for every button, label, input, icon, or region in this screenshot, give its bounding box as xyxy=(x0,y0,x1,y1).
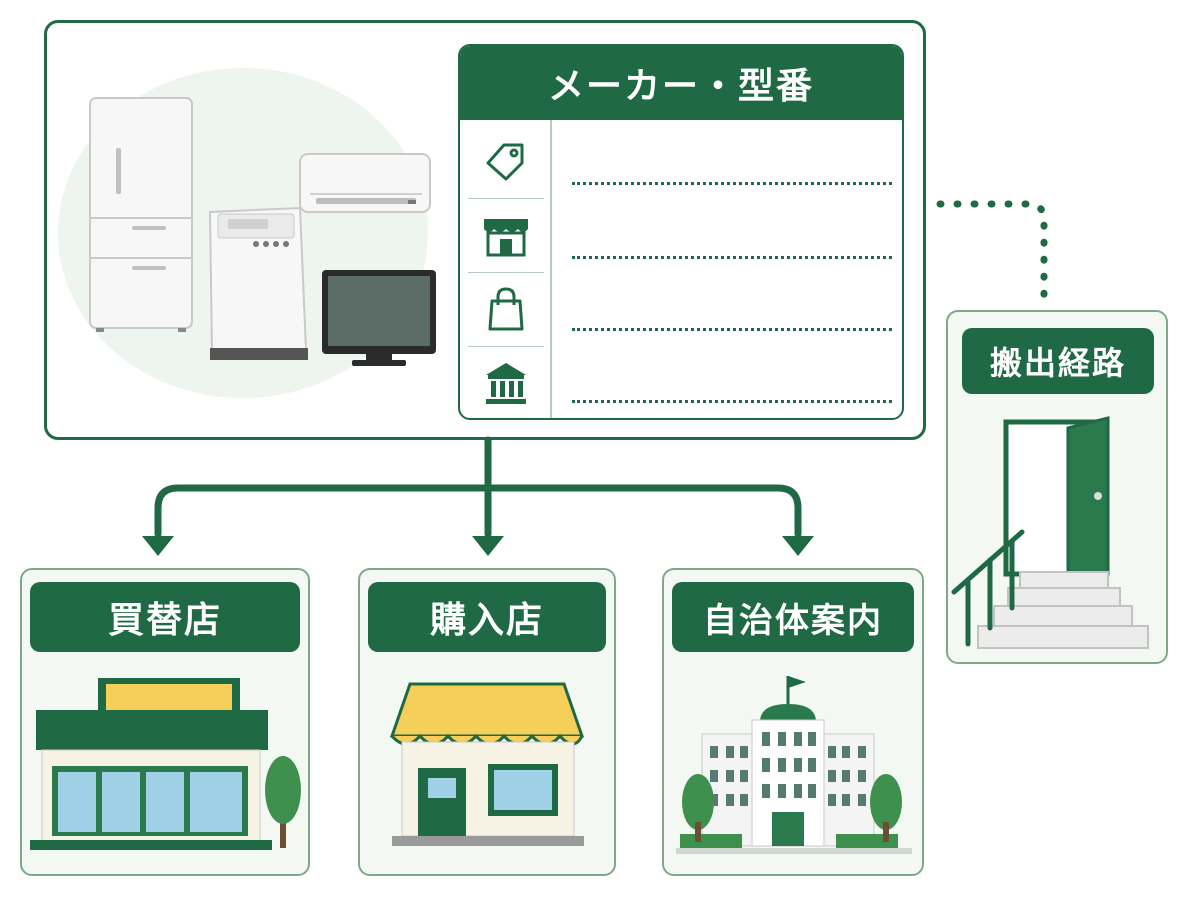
destination-label-purchase: 購入店 xyxy=(368,582,606,652)
exit-route-label: 搬出経路 xyxy=(962,328,1154,394)
storefront-icon xyxy=(484,219,528,257)
form-row-4-icon xyxy=(468,348,544,418)
form-row-2-icon xyxy=(468,200,544,270)
form-divider xyxy=(550,120,552,418)
form-title: メーカー・型番 xyxy=(460,46,902,120)
city-hall-illustration xyxy=(676,676,912,854)
trade-in-store-illustration xyxy=(30,678,301,850)
destination-label-trade-in: 買替店 xyxy=(30,582,300,652)
air-conditioner-icon xyxy=(299,153,431,213)
form-field-1[interactable] xyxy=(572,182,892,185)
bank-icon xyxy=(486,363,526,404)
form-row-1-icon xyxy=(468,126,544,196)
door-stairs-illustration xyxy=(951,416,1149,649)
washing-machine-icon xyxy=(208,206,308,360)
form-row-separator xyxy=(468,272,544,273)
maker-model-form: メーカー・型番 xyxy=(458,44,904,420)
form-field-4[interactable] xyxy=(572,400,892,403)
destination-label-municipality: 自治体案内 xyxy=(672,582,914,652)
purchase-store-illustration xyxy=(389,682,585,846)
form-row-3-icon xyxy=(468,274,544,344)
dotted-route-link xyxy=(936,200,1048,300)
television-icon xyxy=(322,270,436,366)
form-row-separator xyxy=(468,198,544,199)
form-field-3[interactable] xyxy=(572,328,892,331)
price-tag-icon xyxy=(486,143,524,181)
shopping-bag-icon xyxy=(488,287,524,331)
form-row-separator xyxy=(468,346,544,347)
appliances-illustration xyxy=(89,97,436,366)
refrigerator-icon xyxy=(89,97,193,332)
form-field-2[interactable] xyxy=(572,256,892,259)
